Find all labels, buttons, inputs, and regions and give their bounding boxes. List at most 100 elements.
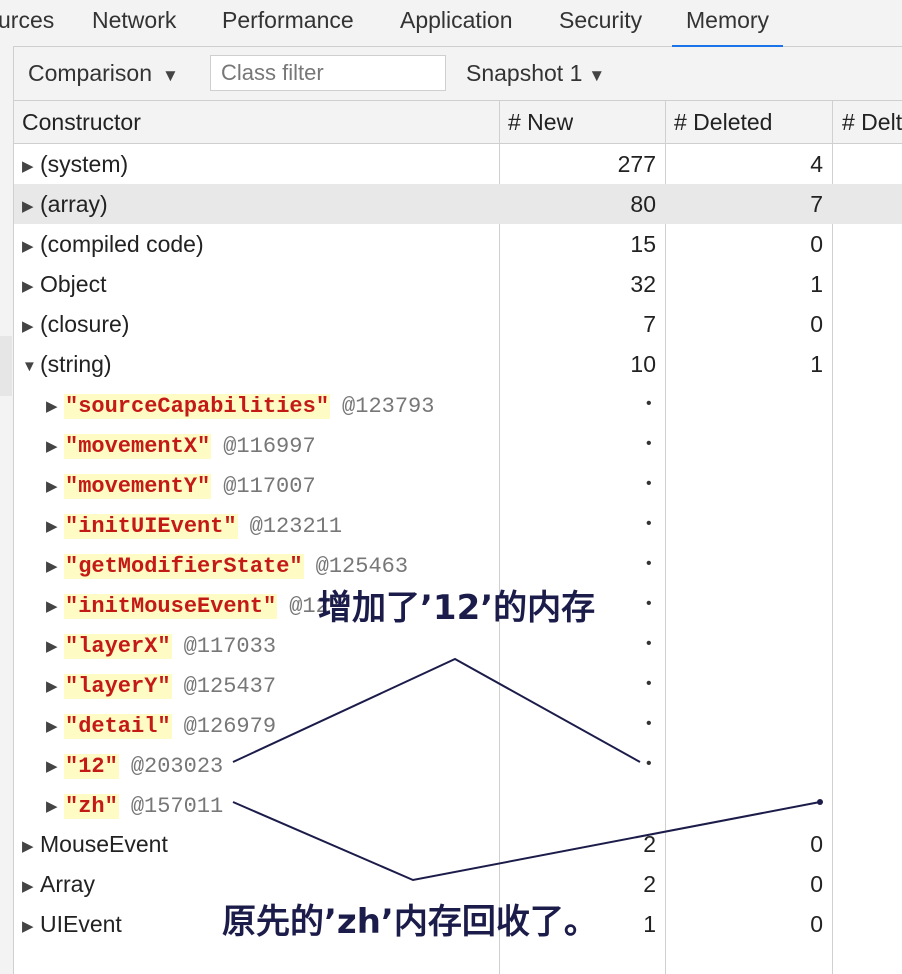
heap-toolbar: Comparison▼ Snapshot 1 ▼ <box>14 47 902 101</box>
new-marker: • <box>646 755 652 772</box>
object-id: @117033 <box>183 634 277 659</box>
new-marker: • <box>646 395 652 412</box>
constructor-name: Array <box>40 871 95 897</box>
expand-triangle-icon[interactable]: ▶ <box>46 758 58 775</box>
object-id: @126979 <box>183 714 277 739</box>
table-row[interactable]: ▶(array) 80 7 <box>14 184 902 224</box>
table-row[interactable]: ▶(system) 277 4 <box>14 144 902 184</box>
new-marker: • <box>646 515 652 532</box>
expand-triangle-icon[interactable]: ▶ <box>46 718 58 735</box>
snapshot-label: Snapshot 1 <box>466 60 583 86</box>
string-value: "sourceCapabilities" <box>64 394 331 419</box>
tab-application[interactable]: Application <box>400 7 513 33</box>
string-value: "layerX" <box>64 634 172 659</box>
constructor-name: UIEvent <box>40 911 122 937</box>
table-row[interactable]: ▼(string) 10 1 <box>14 344 902 384</box>
column-divider <box>832 101 833 974</box>
string-value: "getModifierState" <box>64 554 304 579</box>
constructor-name: (compiled code) <box>40 231 204 257</box>
collapse-triangle-icon[interactable]: ▼ <box>22 358 37 375</box>
expand-triangle-icon[interactable]: ▶ <box>22 158 34 175</box>
new-marker: • <box>646 435 652 452</box>
expand-triangle-icon[interactable]: ▶ <box>46 798 58 815</box>
class-filter-input[interactable] <box>210 55 446 91</box>
expand-triangle-icon[interactable]: ▶ <box>46 518 58 535</box>
expand-triangle-icon[interactable]: ▶ <box>46 678 58 695</box>
expand-triangle-icon[interactable]: ▶ <box>22 918 34 935</box>
object-id: @125437 <box>183 674 277 699</box>
tab-performance[interactable]: Performance <box>222 7 354 33</box>
list-item[interactable]: ▶"getModifierState"@125463 • <box>14 544 902 584</box>
tab-memory[interactable]: Memory <box>672 0 784 48</box>
constructor-name: (closure) <box>40 311 130 337</box>
expand-triangle-icon[interactable]: ▶ <box>46 638 58 655</box>
comparison-grid: Constructor # New # Deleted # Delt ▶ (sys… <box>14 101 902 974</box>
deleted-count: 1 <box>810 351 823 377</box>
list-item[interactable]: ▶ "movementY" @117007 • <box>14 464 902 504</box>
tab-sources[interactable]: urces <box>0 7 55 33</box>
view-mode-select[interactable]: Comparison▼ <box>28 47 179 100</box>
list-item[interactable]: ▶"initUIEvent"@123211 • <box>14 504 902 544</box>
new-count: 1 <box>643 911 656 937</box>
table-row[interactable]: ▶(closure) 7 0 <box>14 304 902 344</box>
object-id: @116997 <box>223 434 316 459</box>
new-marker: • <box>646 475 652 492</box>
deleted-count: 0 <box>810 231 823 257</box>
new-count: 277 <box>617 151 656 177</box>
column-header-constructor[interactable]: Constructor <box>22 109 141 135</box>
expand-triangle-icon[interactable]: ▶ <box>22 838 34 855</box>
grid-rows: ▶(system) 277 4 ▶(array) 80 7 ▶(compiled… <box>14 144 902 944</box>
new-marker: • <box>646 595 652 612</box>
expand-triangle-icon[interactable]: ▶ <box>46 398 58 415</box>
table-row[interactable]: ▶MouseEvent 2 0 <box>14 824 902 864</box>
expand-triangle-icon[interactable]: ▶ <box>22 278 34 295</box>
list-item[interactable]: ▶ "movementX" @116997 • <box>14 424 902 464</box>
new-marker: • <box>646 715 652 732</box>
column-header-deleted[interactable]: # Deleted <box>674 109 773 135</box>
column-divider <box>499 101 500 974</box>
column-header-new[interactable]: # New <box>508 109 574 135</box>
new-count: 32 <box>630 271 656 297</box>
list-item[interactable]: ▶ "12" @203023 • <box>14 744 902 784</box>
tab-network[interactable]: Network <box>92 7 177 33</box>
string-value: "12" <box>64 754 119 779</box>
deleted-count: 0 <box>810 831 823 857</box>
list-item[interactable]: ▶ "sourceCapabilities" @123793 • <box>14 384 902 424</box>
new-count: 7 <box>643 311 656 337</box>
new-count: 80 <box>630 191 656 217</box>
sidebar-selected-item[interactable] <box>0 336 12 396</box>
string-value: "movementY" <box>64 474 212 499</box>
expand-triangle-icon[interactable]: ▶ <box>22 238 34 255</box>
list-item[interactable]: ▶"initMouseEvent"@12 • <box>14 584 902 624</box>
new-marker: • <box>646 555 652 572</box>
snapshot-select[interactable]: Snapshot 1 ▼ <box>466 47 605 100</box>
expand-triangle-icon[interactable]: ▶ <box>46 478 58 495</box>
expand-triangle-icon[interactable]: ▶ <box>22 318 34 335</box>
object-id: @117007 <box>223 474 316 499</box>
chevron-down-icon: ▼ <box>588 66 606 85</box>
expand-triangle-icon[interactable]: ▶ <box>46 598 58 615</box>
column-header-delta[interactable]: # Delt <box>842 109 902 135</box>
table-row[interactable]: ▶ Object 32 1 <box>14 264 902 304</box>
expand-triangle-icon[interactable]: ▶ <box>22 198 34 215</box>
constructor-name: Object <box>40 271 107 297</box>
new-marker: • <box>646 675 652 692</box>
list-item[interactable]: ▶"zh"@157011 <box>14 784 902 824</box>
string-value: "movementX" <box>64 434 212 459</box>
list-item[interactable]: ▶"detail"@126979 • <box>14 704 902 744</box>
object-id: @123793 <box>342 394 435 419</box>
object-id: @203023 <box>130 754 224 779</box>
expand-triangle-icon[interactable]: ▶ <box>46 558 58 575</box>
table-row[interactable]: ▶(compiled code) 15 0 <box>14 224 902 264</box>
tab-security[interactable]: Security <box>559 7 643 33</box>
expand-triangle-icon[interactable]: ▶ <box>22 878 34 895</box>
constructor-name: (system) <box>40 151 129 177</box>
deleted-count: 1 <box>810 271 823 297</box>
table-row[interactable]: ▶UIEvent 1 0 <box>14 904 902 944</box>
profiles-sidebar-edge <box>0 46 14 974</box>
grid-header: Constructor # New # Deleted # Delt <box>14 101 902 144</box>
expand-triangle-icon[interactable]: ▶ <box>46 438 58 455</box>
string-value: "initMouseEvent" <box>64 594 278 619</box>
list-item[interactable]: ▶"layerX"@117033 • <box>14 624 902 664</box>
list-item[interactable]: ▶"layerY"@125437 • <box>14 664 902 704</box>
